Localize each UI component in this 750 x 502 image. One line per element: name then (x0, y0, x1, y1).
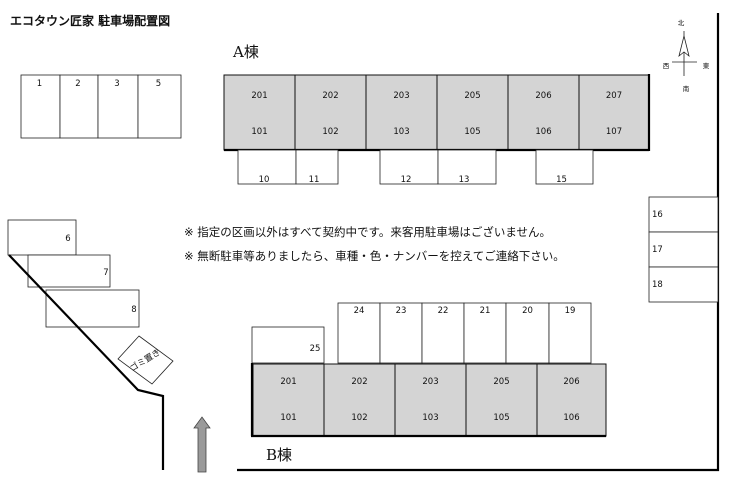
building-a-units: 201 101 202 102 203 103 205 105 206 106 207 107 (223, 74, 650, 151)
building-a-unit-upper-label: 205 (464, 91, 480, 101)
parking-space-16 (648, 196, 719, 233)
parking-space-23 (379, 302, 423, 364)
parking-group-under-a: 10 11 12 13 15 (237, 149, 594, 185)
parking-space-15 (535, 149, 594, 185)
building-a-unit-205 (436, 74, 509, 151)
parking-space-7-label: 7 (103, 268, 108, 278)
building-b-unit-upper-label: 206 (563, 377, 579, 387)
parking-space-19-label: 19 (565, 306, 576, 316)
building-b-unit-upper-label: 203 (422, 377, 438, 387)
parking-group-above-b: 24 23 22 21 20 19 (337, 302, 592, 364)
building-b-unit-upper-label: 205 (493, 377, 509, 387)
building-a-unit-201 (223, 74, 296, 151)
building-b-units: 201 101 202 102 203 103 205 105 206 106 (252, 363, 607, 437)
parking-space-20-label: 20 (522, 306, 533, 316)
parking-space-10-label: 10 (259, 175, 270, 185)
parking-space-11 (295, 149, 339, 185)
parking-space-15-label: 15 (556, 175, 567, 185)
site-boundary-wall (237, 13, 720, 472)
building-b-unit-201 (252, 363, 325, 437)
building-b-unit-203 (394, 363, 467, 437)
building-a-unit-202 (294, 74, 367, 151)
parking-group-left-stair: 6 7 8 (7, 219, 140, 328)
parking-space-5 (137, 74, 182, 139)
parking-space-25 (251, 326, 325, 364)
note-line-2: ※ 無断駐車等ありましたら、車種・色・ナンバーを控えてご連絡下さい。 (184, 249, 565, 263)
parking-space-6-label: 6 (65, 234, 70, 244)
building-a-unit-206 (507, 74, 580, 151)
building-a-unit-upper-label: 203 (393, 91, 409, 101)
compass-south-label: 南 (683, 84, 690, 93)
parking-group-right: 16 17 18 (648, 196, 719, 303)
building-b-unit-lower-label: 105 (493, 413, 509, 423)
building-b-unit-206 (536, 363, 607, 437)
parking-space-6 (7, 219, 77, 256)
parking-space-16-label: 16 (652, 210, 663, 220)
compass-west-label: 西 (663, 62, 670, 70)
compass-east-label: 東 (703, 61, 710, 70)
entrance-arrow-icon (193, 416, 211, 473)
building-b-unit-lower-label: 106 (563, 413, 579, 423)
left-boundary-wall (8, 254, 165, 470)
parking-space-13-label: 13 (459, 175, 470, 185)
parking-space-13 (437, 149, 497, 185)
parking-space-24 (337, 302, 381, 364)
parking-space-22-label: 22 (438, 306, 449, 316)
building-a-unit-upper-label: 207 (606, 91, 622, 101)
parking-space-1 (20, 74, 61, 139)
building-b-unit-205 (465, 363, 538, 437)
building-a-unit-lower-label: 101 (251, 127, 267, 137)
compass-north-label: 北 (678, 19, 685, 27)
parking-space-10 (237, 149, 297, 185)
parking-space-7 (27, 254, 111, 288)
parking-space-24-label: 24 (354, 306, 365, 316)
building-b-label: B棟 (266, 446, 292, 464)
building-b-unit-lower-label: 101 (280, 413, 296, 423)
building-a-unit-upper-label: 206 (535, 91, 551, 101)
building-a-unit-upper-label: 201 (251, 91, 267, 101)
parking-space-25-label: 25 (310, 344, 321, 354)
building-a-unit-lower-label: 107 (606, 127, 622, 137)
building-a-unit-lower-label: 106 (535, 127, 551, 137)
building-a-unit-207 (578, 74, 650, 151)
parking-space-21-label: 21 (480, 306, 491, 316)
garbage-area-box (117, 335, 174, 385)
building-a-unit-lower-label: 103 (393, 127, 409, 137)
garbage-area: ゴミ置き (117, 335, 174, 385)
parking-space-11-label: 11 (309, 175, 320, 185)
parking-space-3-label: 3 (114, 79, 119, 89)
building-a-unit-lower-label: 105 (464, 127, 480, 137)
diagram-title: エコタウン匠家 駐車場配置図 (10, 13, 170, 28)
parking-space-18-label: 18 (652, 280, 663, 290)
note-line-1: ※ 指定の区画以外はすべて契約中です。来客用駐車場はございません。 (184, 225, 551, 239)
parking-space-19 (548, 302, 592, 364)
parking-space-18 (648, 266, 719, 303)
parking-space-17-label: 17 (652, 245, 663, 255)
parking-group-top-left: 1 2 3 5 (20, 74, 182, 139)
building-b-unit-upper-label: 201 (280, 377, 296, 387)
parking-space-23-label: 23 (396, 306, 407, 316)
building-a-unit-upper-label: 202 (322, 91, 338, 101)
building-a-label: A棟 (232, 43, 259, 61)
building-b-unit-202 (323, 363, 396, 437)
building-a-unit-203 (365, 74, 438, 151)
parking-space-3 (97, 74, 139, 139)
compass-needle-icon (678, 35, 690, 58)
building-b-unit-upper-label: 202 (351, 377, 367, 387)
building-b-unit-lower-label: 103 (422, 413, 438, 423)
parking-space-2 (59, 74, 99, 139)
building-a-unit-lower-label: 102 (322, 127, 338, 137)
building-b-unit-lower-label: 102 (351, 413, 367, 423)
parking-space-2-label: 2 (75, 79, 80, 89)
parking-space-17 (648, 231, 719, 268)
parking-space-5-label: 5 (156, 79, 161, 89)
parking-space-22 (421, 302, 465, 364)
parking-space-20 (505, 302, 550, 364)
parking-space-1-label: 1 (37, 79, 42, 89)
parking-space-8-label: 8 (131, 305, 136, 315)
compass: 北 西 東 南 (663, 19, 710, 93)
parking-space-12-label: 12 (401, 175, 412, 185)
